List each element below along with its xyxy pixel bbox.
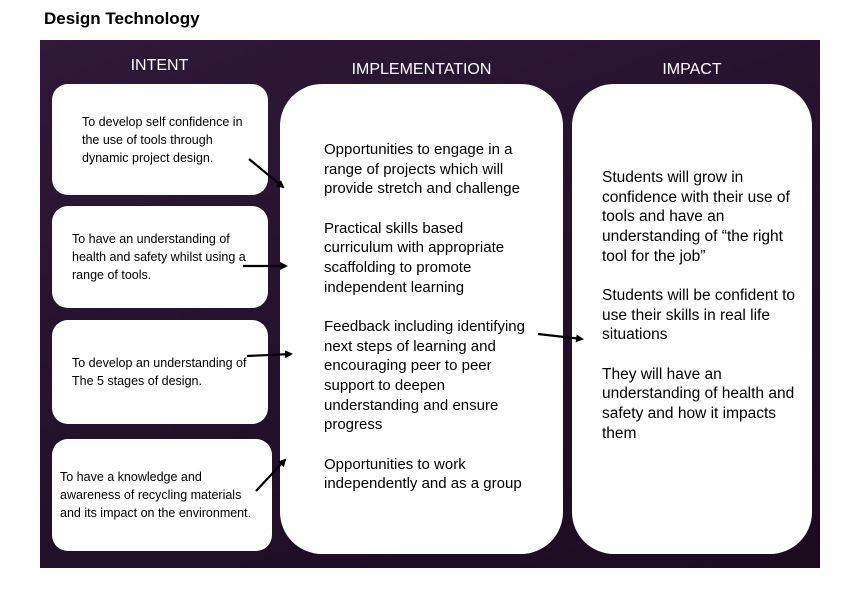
implementation-list: Opportunities to engage in a range of pr… bbox=[324, 140, 535, 514]
intent-text-3: To develop an understanding of The 5 sta… bbox=[72, 356, 247, 388]
impact-item-1: Students will grow in confidence with th… bbox=[602, 169, 790, 265]
implementation-item-1: Opportunities to engage in a range of pr… bbox=[324, 141, 520, 198]
implementation-item-2: Practical skills based curriculum with a… bbox=[324, 219, 505, 296]
intent-text-2: To have an understanding of health and s… bbox=[72, 232, 246, 282]
intent-box-4: To have a knowledge and awareness of rec… bbox=[52, 439, 272, 551]
intent-text-4: To have a knowledge and awareness of rec… bbox=[60, 470, 252, 520]
intent-box-3: To develop an understanding of The 5 sta… bbox=[52, 320, 268, 424]
impact-box: Students will grow in confidence with th… bbox=[572, 84, 812, 554]
impact-list: Students will grow in confidence with th… bbox=[602, 168, 796, 463]
implementation-item-3: Feedback including identifying next step… bbox=[324, 318, 525, 434]
intent-box-1: To develop self confidence in the use of… bbox=[52, 84, 268, 195]
implementation-box: Opportunities to engage in a range of pr… bbox=[280, 84, 563, 554]
intent-box-2: To have an understanding of health and s… bbox=[52, 206, 268, 308]
intent-text-1: To develop self confidence in the use of… bbox=[82, 114, 243, 165]
impact-item-3: They will have an understanding of healt… bbox=[602, 365, 795, 442]
implementation-heading: IMPLEMENTATION bbox=[351, 61, 492, 78]
impact-heading: IMPACT bbox=[662, 61, 722, 78]
impact-item-2: Students will be confident to use their … bbox=[602, 287, 796, 344]
page-title: Design Technology bbox=[44, 9, 200, 28]
intent-heading: INTENT bbox=[130, 57, 189, 74]
implementation-item-4: Opportunities to work independently and … bbox=[324, 455, 522, 493]
